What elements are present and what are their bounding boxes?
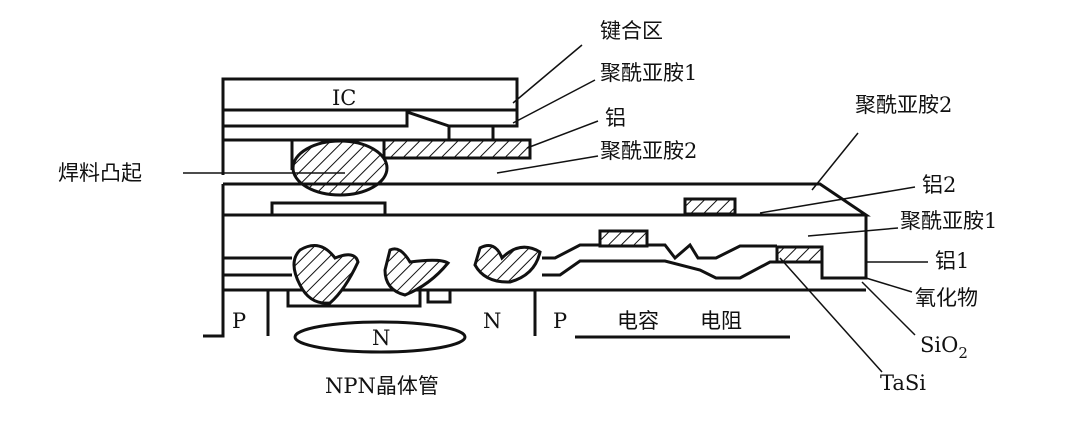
solder-bump [270, 139, 389, 217]
aluminum2-pad [683, 197, 737, 216]
polyimide2-right-label: 聚酰亚胺2 [855, 93, 952, 117]
n-buried-layer [293, 320, 467, 354]
aluminum-trace [382, 138, 532, 160]
sio2-label: SiO2 [920, 333, 968, 362]
ic-chip [221, 77, 532, 175]
p-right-label: P [553, 309, 567, 333]
contact-blobs [292, 244, 542, 305]
n-right-label: N [483, 309, 501, 333]
p-left-label: P [232, 309, 246, 333]
aluminum-label: 铝 [605, 106, 626, 130]
leader-lines [183, 44, 928, 373]
n-buried-label: N [372, 326, 390, 350]
polyimide1-right-label: 聚酰亚胺1 [900, 209, 997, 233]
bump-pad [270, 201, 387, 217]
aluminum2-label: 铝2 [922, 173, 956, 197]
oxide-label: 氧化物 [915, 286, 978, 310]
polyimide1-top-label: 聚酰亚胺1 [600, 61, 697, 85]
capacitor-plate [598, 229, 649, 248]
tasi-label: TaSi [880, 371, 926, 395]
tasi-resistor [775, 245, 824, 264]
resistor-label: 电阻 [700, 309, 742, 333]
bond-pad [447, 124, 495, 142]
capacitor-label: 电容 [617, 309, 659, 333]
aluminum1-label: 铝1 [935, 249, 969, 273]
npn-transistor-label: NPN晶体管 [325, 374, 439, 398]
bond-area-label: 键合区 [600, 19, 663, 43]
solder-bump-label: 焊料凸起 [58, 161, 142, 185]
ic-label: IC [332, 86, 356, 110]
polyimide2-top-label: 聚酰亚胺2 [600, 139, 697, 163]
